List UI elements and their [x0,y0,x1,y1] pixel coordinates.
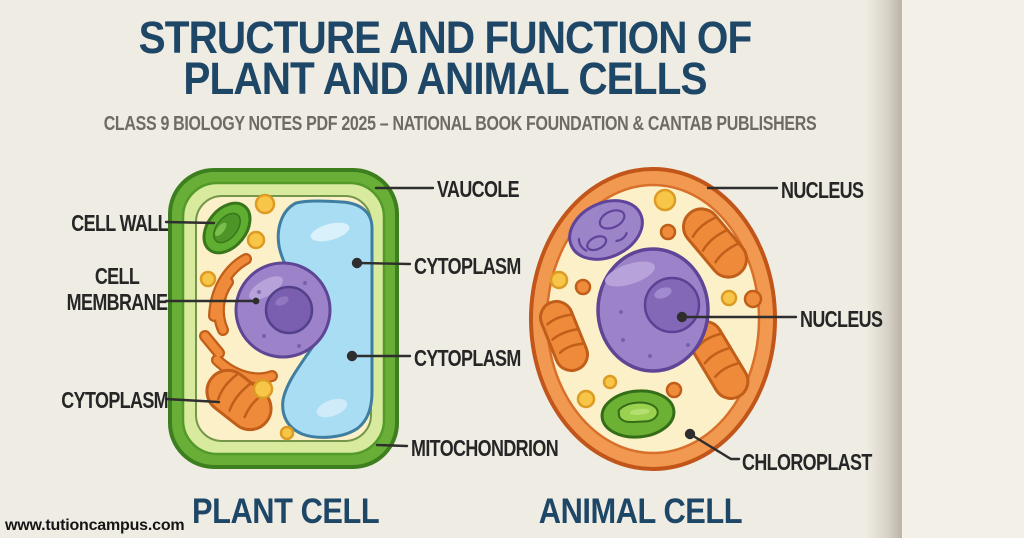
label-nucleus-top: NUCLEUS [781,177,864,203]
plant-nucleus [234,261,332,359]
plant-vesicles [199,193,295,441]
animal-nucleolus [643,276,701,334]
label-mitochondrion: MITOCHONDRION [411,435,559,461]
animal-cell-heading: ANIMAL CELL [538,492,743,531]
label-connector-lines [164,186,798,461]
line-mitochondrion [375,443,409,448]
label-cytoplasm-left: CYTOPLASM [61,387,169,413]
label-cell-wall: CELL WALL [71,210,168,236]
page-right-panel [902,0,1024,538]
line-cytoplasm-left [164,397,221,404]
line-cell-wall [164,220,216,225]
label-cytoplasm-lower: CYTOPLASM [414,345,521,371]
poster-title-line1: STRUCTURE AND FUNCTION OF [138,12,753,63]
line-cytoplasm-upper [355,261,412,266]
label-nucleus-mid: NUCLEUS [800,306,883,332]
plant-mitochondrion [205,368,273,432]
watermark-url: www.tutioncampus.com [5,517,185,534]
animal-chloroplast [600,389,676,439]
plant-nucleolus [264,285,314,335]
plant-chloroplast [202,201,252,255]
label-cell-membrane: CELL MEMBRANE [66,263,168,315]
poster-title-line2: PLANT AND ANIMAL CELLS [183,53,707,104]
animal-cell-diagram [529,167,777,471]
animal-nucleus [596,247,710,373]
label-chloroplast: CHLOROPLAST [742,449,872,475]
page-fold-shadow [866,0,902,538]
line-chloroplast [688,432,741,461]
animal-vesicles [549,188,763,409]
plant-cell-diagram [168,168,399,469]
plant-cell-heading: PLANT CELL [192,492,380,531]
animal-mitochondrion-left [539,299,589,373]
animal-er-golgi [568,199,644,261]
animal-mitochondrion-top-right [682,207,748,279]
poster-subtitle: CLASS 9 BIOLOGY NOTES PDF 2025 – NATIONA… [103,113,817,135]
label-cytoplasm-upper: CYTOPLASM [414,253,521,279]
label-vacuole: VAUCOLE [437,176,520,202]
